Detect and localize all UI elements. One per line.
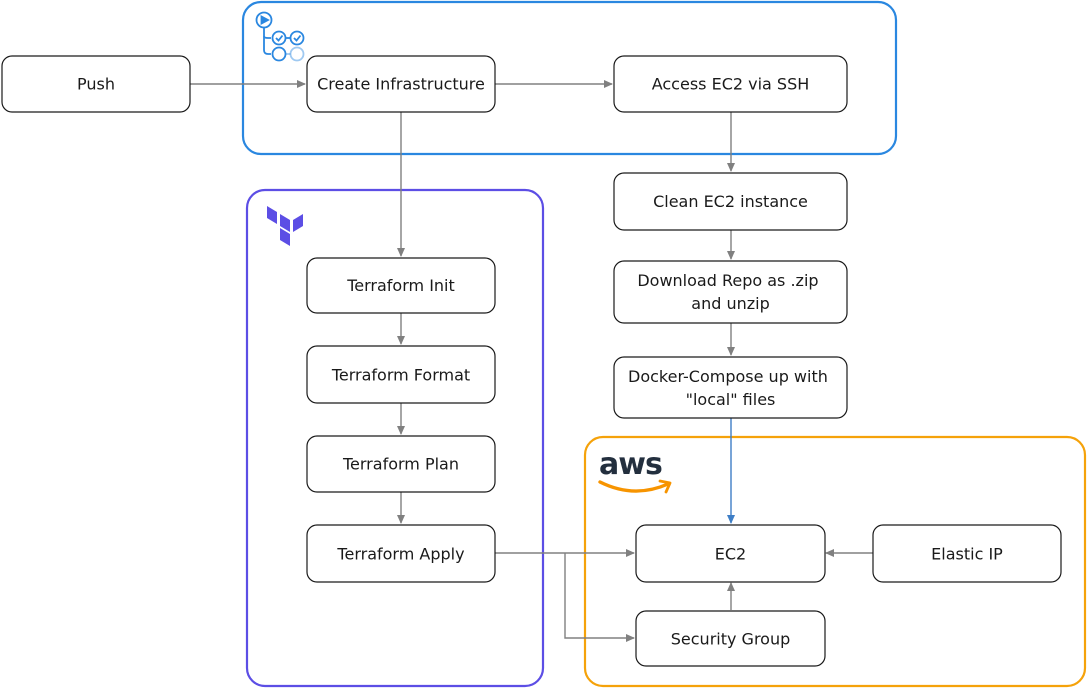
node-access-ec2-ssh: Access EC2 via SSH xyxy=(613,55,848,113)
node-security-group: Security Group xyxy=(635,610,826,667)
terraform-logo-icon xyxy=(267,206,303,246)
terraform-group xyxy=(245,188,545,688)
node-push: Push xyxy=(1,55,191,113)
aws-logo-smile-arrow xyxy=(658,479,672,494)
node-security-group-label: Security Group xyxy=(671,630,791,649)
node-create-infrastructure-label: Create Infrastructure xyxy=(317,75,485,94)
node-push-label: Push xyxy=(77,75,115,94)
node-docker-compose-label: Docker-Compose up with "local" files xyxy=(628,367,833,409)
node-ec2: EC2 xyxy=(635,524,826,583)
node-docker-compose: Docker-Compose up with "local" files xyxy=(613,356,848,419)
node-terraform-apply-label: Terraform Apply xyxy=(336,545,464,564)
node-create-infrastructure: Create Infrastructure xyxy=(306,55,496,113)
node-clean-ec2: Clean EC2 instance xyxy=(613,172,848,231)
node-download-repo: Download Repo as .zip and unzip xyxy=(613,260,848,324)
aws-logo-smile xyxy=(598,480,670,493)
aws-logo-icon: aws xyxy=(598,447,672,494)
node-terraform-plan-label: Terraform Plan xyxy=(342,455,459,474)
node-elastic-ip-label: Elastic IP xyxy=(931,545,1003,564)
node-terraform-init-label: Terraform Init xyxy=(346,276,455,295)
node-terraform-apply: Terraform Apply xyxy=(306,524,496,583)
node-terraform-init: Terraform Init xyxy=(306,257,496,314)
aws-logo-text: aws xyxy=(599,447,662,482)
aws-group xyxy=(583,435,1087,688)
node-access-ec2-ssh-label: Access EC2 via SSH xyxy=(652,75,810,94)
node-terraform-format: Terraform Format xyxy=(306,345,496,404)
node-ec2-label: EC2 xyxy=(715,545,746,564)
edge-terraform-apply-to-security-group xyxy=(564,553,635,642)
github-actions-group xyxy=(241,0,898,156)
node-terraform-format-label: Terraform Format xyxy=(331,366,470,385)
github-actions-workflow-icon xyxy=(255,11,305,62)
node-elastic-ip: Elastic IP xyxy=(872,524,1062,583)
edges xyxy=(190,80,873,642)
node-terraform-plan: Terraform Plan xyxy=(306,435,496,493)
node-clean-ec2-label: Clean EC2 instance xyxy=(653,192,808,211)
node-download-repo-label: Download Repo as .zip and unzip xyxy=(637,271,823,313)
